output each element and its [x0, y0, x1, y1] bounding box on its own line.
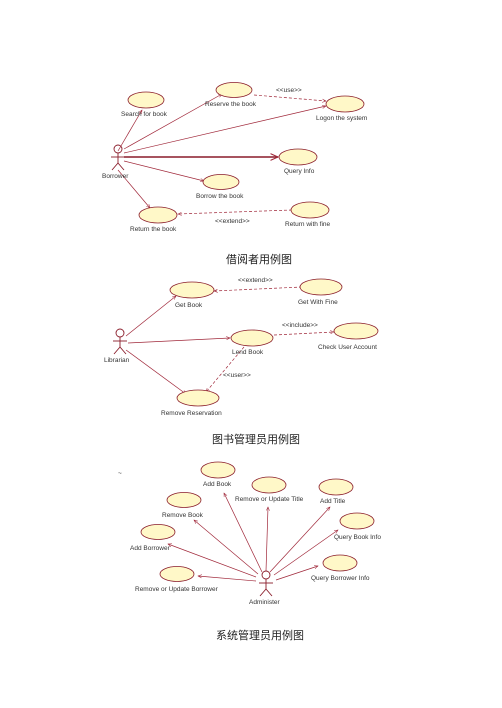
- stereotype-include: <<include>>: [282, 322, 318, 329]
- use-case-search-label: Search for book: [121, 111, 168, 118]
- use-case-lend-label: Lend Book: [232, 349, 264, 356]
- use-case-check-label: Check User Account: [318, 344, 377, 351]
- administer-actor-icon: [259, 570, 273, 597]
- edge-update-title: [265, 507, 268, 572]
- use-case-logon[interactable]: [325, 95, 365, 113]
- edge-extend: [178, 209, 293, 214]
- use-case-query-borrower[interactable]: [322, 554, 358, 572]
- use-case-fine-label: Return with fine: [285, 221, 331, 228]
- use-case-reserve[interactable]: [215, 82, 253, 98]
- edge-get: [125, 296, 176, 337]
- use-case-borrow[interactable]: [202, 174, 240, 190]
- librarian-caption: 图书管理员用例图: [212, 432, 300, 446]
- edge-logon: [123, 106, 326, 154]
- edge-reserve: [123, 93, 222, 150]
- use-case-query-label: Query Info: [284, 168, 315, 175]
- use-case-get-with-fine-label: Get With Fine: [298, 299, 338, 306]
- librarian-actor-icon: [113, 328, 127, 355]
- use-case-remove-book[interactable]: [166, 492, 202, 508]
- borrower-actor-icon: [111, 144, 125, 171]
- edge-remove: [125, 349, 186, 394]
- librarian-diagram: Librarian Get Book Get With Fine Lend Bo…: [104, 277, 379, 446]
- edge-update-borrower: [198, 576, 257, 582]
- edge-extend: [214, 286, 303, 291]
- administer-actor-label: Administer: [249, 599, 281, 606]
- administer-caption: 系统管理员用例图: [216, 628, 304, 642]
- use-case-reserve-label: Reserve the book: [205, 101, 257, 108]
- use-case-update-borrower[interactable]: [159, 566, 195, 582]
- stereotype-extend: <<extend>>: [238, 277, 273, 284]
- use-case-lend[interactable]: [230, 329, 274, 347]
- use-case-add-borrower-label: Add Borrower: [130, 545, 171, 552]
- use-case-return[interactable]: [138, 206, 178, 224]
- use-case-remove-reservation[interactable]: [176, 389, 220, 407]
- edge-query-book: [273, 530, 338, 576]
- use-case-query-book[interactable]: [339, 512, 375, 530]
- edge-add-title: [269, 507, 330, 573]
- edge-add-borrower: [168, 544, 257, 578]
- use-case-query[interactable]: [278, 148, 318, 166]
- use-case-remove-book-label: Remove Book: [162, 512, 204, 519]
- use-case-check[interactable]: [333, 322, 379, 340]
- use-case-add-book[interactable]: [200, 461, 236, 479]
- use-case-add-title[interactable]: [318, 478, 354, 496]
- edge-add-book: [223, 493, 263, 573]
- use-case-update-title-label: Remove or Update Title: [235, 496, 304, 503]
- borrower-diagram: Borrower Search for book Reserve the boo…: [102, 82, 367, 266]
- administer-diagram: ~ Administer Add Book Remove or Update T…: [118, 461, 381, 642]
- use-case-return-label: Return the book: [130, 226, 177, 233]
- stereotype-use: <<use>>: [276, 87, 302, 94]
- librarian-actor-label: Librarian: [104, 357, 130, 364]
- stereotype-extend: <<extend>>: [215, 218, 250, 225]
- edge-borrow: [123, 160, 204, 181]
- borrower-caption: 借阅者用例图: [226, 252, 292, 266]
- use-case-logon-label: Logon the system: [316, 115, 367, 122]
- use-case-add-title-label: Add Title: [320, 498, 346, 505]
- use-case-get[interactable]: [169, 281, 215, 299]
- edge-remove-book: [194, 520, 259, 575]
- use-case-get-label: Get Book: [175, 302, 203, 309]
- use-case-query-book-label: Query Book Info: [334, 534, 381, 541]
- edge-lend: [127, 338, 230, 344]
- use-case-add-borrower[interactable]: [140, 524, 176, 540]
- use-case-query-borrower-label: Query Borrower Info: [311, 575, 370, 582]
- stray-mark: ~: [118, 470, 122, 477]
- use-case-get-with-fine[interactable]: [299, 278, 343, 296]
- use-case-remove-reservation-label: Remove Reservation: [161, 410, 222, 417]
- stereotype-user: <<user>>: [223, 372, 251, 379]
- use-case-fine[interactable]: [290, 201, 330, 219]
- edge-include: [273, 332, 334, 336]
- edge-use: [253, 94, 326, 101]
- edge-search: [117, 110, 142, 152]
- use-case-update-borrower-label: Remove or Update Borrower: [135, 586, 219, 593]
- use-case-update-title[interactable]: [251, 476, 287, 494]
- use-case-add-book-label: Add Book: [203, 481, 232, 488]
- borrower-actor-label: Borrower: [102, 173, 129, 180]
- edge-query-borrower: [275, 566, 318, 581]
- edge-return: [117, 169, 150, 208]
- use-case-search[interactable]: [127, 91, 165, 109]
- use-case-borrow-label: Borrow the book: [196, 193, 244, 200]
